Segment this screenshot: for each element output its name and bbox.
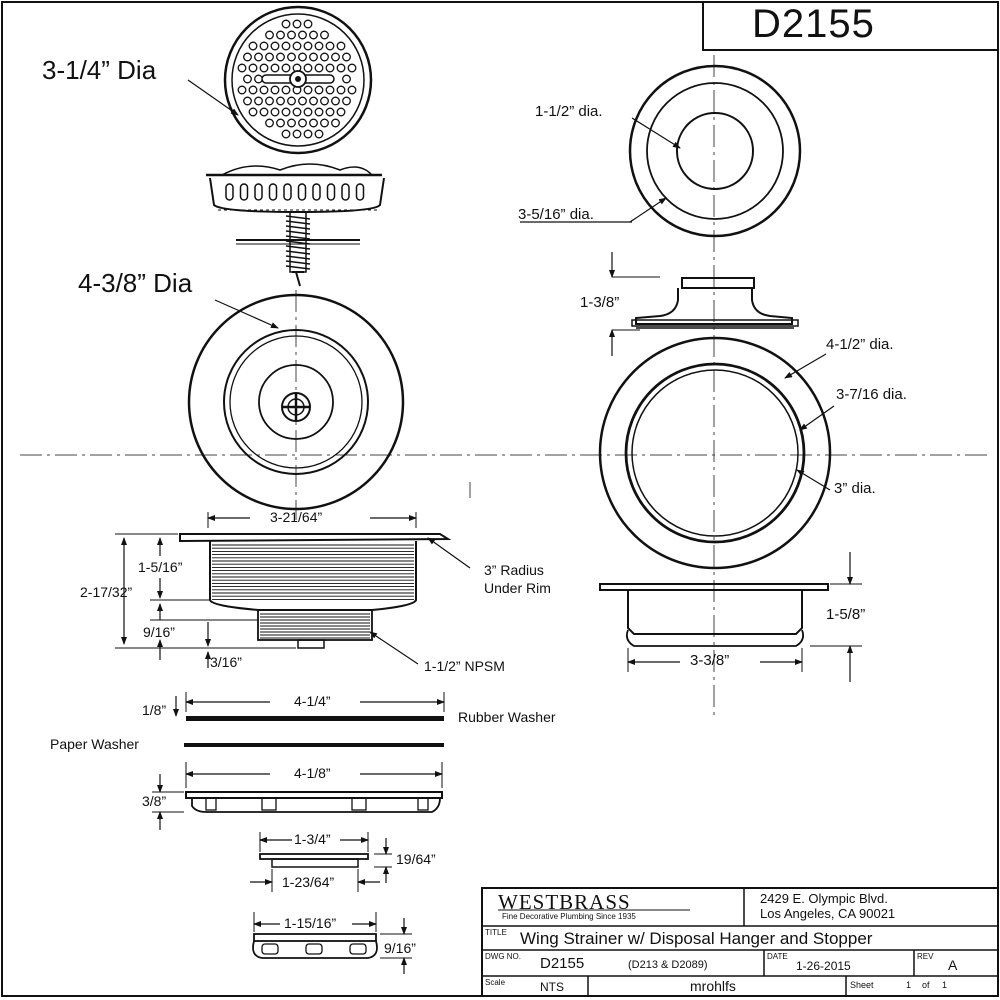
company-address-2: Los Angeles, CA 90021 — [760, 906, 896, 921]
label-1-5-8: 1-5/8” — [826, 606, 866, 623]
label-1-23-64: 1-23/64” — [282, 874, 335, 890]
drawing-number-heading: D2155 — [752, 2, 875, 46]
label-4-1-4: 4-1/4” — [294, 693, 331, 709]
leader-4-1-2 — [784, 353, 827, 379]
label-1-8: 1/8” — [142, 702, 167, 718]
label-3-21-64: 3-21/64” — [270, 509, 323, 525]
rev-label: REV — [917, 952, 934, 961]
stopper-side-view — [631, 277, 799, 329]
dwg-related: (D213 & D2089) — [628, 959, 708, 971]
scale-value: NTS — [540, 980, 564, 994]
leader-3-5-16 — [629, 197, 667, 223]
leader-radius — [427, 537, 471, 569]
label-3-radius: 3” Radius — [484, 562, 544, 578]
label-1-1-2-dia: 1-1/2” dia. — [535, 103, 603, 120]
label-1-3-8: 1-3/8” — [580, 294, 620, 311]
drawn-by: mrohlfs — [690, 978, 736, 994]
label-1-1-2-npsm: 1-1/2” NPSM — [424, 658, 505, 674]
rev-value: A — [948, 957, 958, 973]
company-tagline: Fine Decorative Plumbing Since 1935 — [502, 912, 636, 921]
title-block-frame — [481, 887, 999, 997]
date-label: DATE — [767, 952, 788, 961]
leader-1-1-2 — [631, 117, 681, 149]
sheet-of: of — [922, 980, 930, 990]
label-3-8: 3/8” — [142, 793, 167, 809]
label-9-16: 9/16” — [143, 624, 175, 640]
label-3-1-4-dia: 3-1/4” Dia — [42, 55, 157, 85]
stopper-top-view — [628, 64, 802, 238]
label-3-5-16-dia: 3-5/16” dia. — [518, 206, 594, 223]
label-paper-washer: Paper Washer — [50, 736, 139, 752]
sheet-total: 1 — [942, 980, 948, 990]
drawing-title: Wing Strainer w/ Disposal Hanger and Sto… — [520, 929, 873, 948]
label-3-7-16-dia: 3-7/16 dia. — [836, 386, 907, 403]
label-4-1-8: 4-1/8” — [294, 765, 331, 781]
mounting-nut-side — [185, 791, 443, 813]
flange-top-view — [598, 336, 832, 570]
sheet-value: 1 — [906, 980, 912, 990]
label-1-5-16: 1-5/16” — [138, 559, 183, 575]
label-4-3-8-dia: 4-3/8” Dia — [78, 268, 193, 298]
label-3-16: 3/16” — [210, 654, 242, 670]
label-2-17-32: 2-17/32” — [80, 584, 133, 600]
dwg-no-value: D2155 — [540, 955, 585, 972]
rubber-washer-shape — [186, 716, 444, 721]
title-label: TITLE — [485, 928, 507, 937]
leader-4-3-8 — [214, 299, 279, 329]
leader-npsm — [369, 631, 419, 665]
label-9-16-nut: 9/16” — [384, 940, 416, 956]
company-logo-text: WESTBRASS — [498, 890, 631, 914]
wing-strainer-top-view — [187, 293, 405, 511]
company-address-1: 2429 E. Olympic Blvd. — [760, 891, 888, 906]
label-19-64: 19/64” — [396, 851, 436, 867]
strainer-basket-side-view — [206, 163, 385, 287]
leader-3-1-4 — [187, 79, 239, 116]
label-4-1-2-dia: 4-1/2” dia. — [826, 336, 894, 353]
paper-washer-shape — [184, 743, 444, 747]
scale-label: Scale — [485, 978, 506, 987]
sheet-label: Sheet — [850, 980, 874, 990]
dwg-no-label: DWG NO. — [485, 952, 521, 961]
leader-3-dia — [796, 469, 831, 491]
label-1-3-4: 1-3/4” — [294, 831, 331, 847]
strainer-body-side-view — [179, 533, 452, 649]
small-nut-side — [252, 933, 378, 959]
drawing-number-box — [702, 1, 999, 51]
label-rubber-washer: Rubber Washer — [458, 709, 556, 725]
date-value: 1-26-2015 — [796, 959, 851, 973]
leader-3-7-16 — [799, 405, 835, 431]
label-1-15-16: 1-15/16” — [284, 915, 337, 931]
flange-side-view — [599, 583, 829, 647]
label-3-3-8: 3-3/8” — [690, 652, 730, 669]
label-3-dia: 3” dia. — [834, 480, 876, 497]
strainer-basket-top-view — [223, 5, 373, 155]
small-washer-side — [259, 853, 369, 868]
label-under-rim: Under Rim — [484, 580, 551, 596]
